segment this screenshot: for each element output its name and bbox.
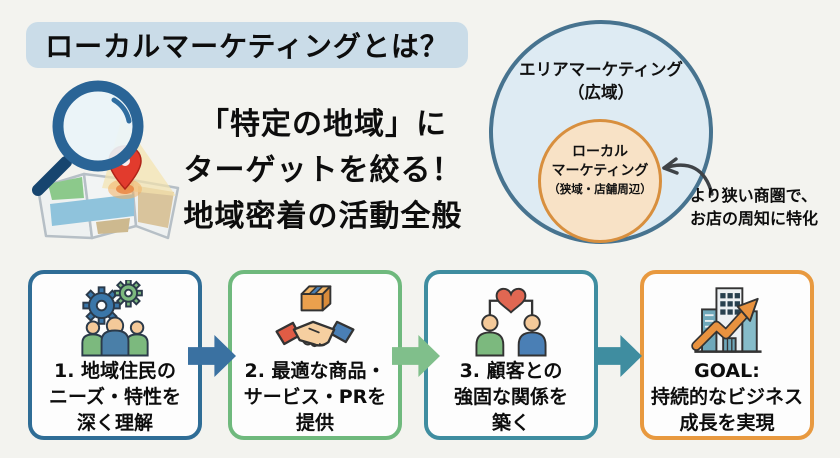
venn-outer-label: エリアマーケティング （広域）: [519, 60, 683, 102]
step-text: 2. 最適な商品・ サービス・PRを 提供: [243, 360, 387, 434]
step-text: 3. 顧客との 強固な関係を 築く: [453, 360, 568, 434]
venn-inner-circle: [538, 119, 662, 243]
headline-line: 「特定の地域」に: [199, 107, 447, 142]
step-box-2: 2. 最適な商品・ サービス・PRを 提供: [228, 270, 402, 440]
map-icon: [36, 172, 180, 240]
venn-annotation: より狭い商圏で、 お店の周知に特化: [690, 186, 819, 228]
step-text: GOAL: 持続的なビジネス 成長を実現: [650, 360, 803, 434]
page-title: ローカルマーケティングとは？: [26, 22, 468, 68]
annotation-arrow-icon: [662, 157, 714, 196]
headline: 「特定の地域」に ターゲットを絞る！ 地域密着の活動全般: [173, 102, 473, 240]
box-handshake-icon: [275, 285, 355, 347]
magnifier-map-icon: [32, 80, 180, 240]
step-box-3: 3. 顧客との 強固な関係を 築く: [424, 270, 598, 440]
step-box-1: 1. 地域住民の ニーズ・特性を 深く理解: [28, 270, 202, 440]
business-growth-icon: [691, 287, 762, 353]
step-box-goal: GOAL: 持続的なビジネス 成長を実現: [640, 270, 814, 440]
headline-line: 地域密着の活動全般: [183, 199, 463, 234]
flow-arrow-icon: [594, 335, 642, 377]
gears-people-icon: [81, 280, 149, 357]
step-text: 1. 地域住民の ニーズ・特性を 深く理解: [48, 360, 182, 434]
venn-inner-label: ローカル マーケティング （狭域・店舗周辺）: [548, 144, 652, 196]
heart-customers-icon: [475, 287, 547, 357]
magnifying-glass-icon: [32, 80, 144, 196]
headline-line: ターゲットを絞る！: [183, 153, 463, 188]
